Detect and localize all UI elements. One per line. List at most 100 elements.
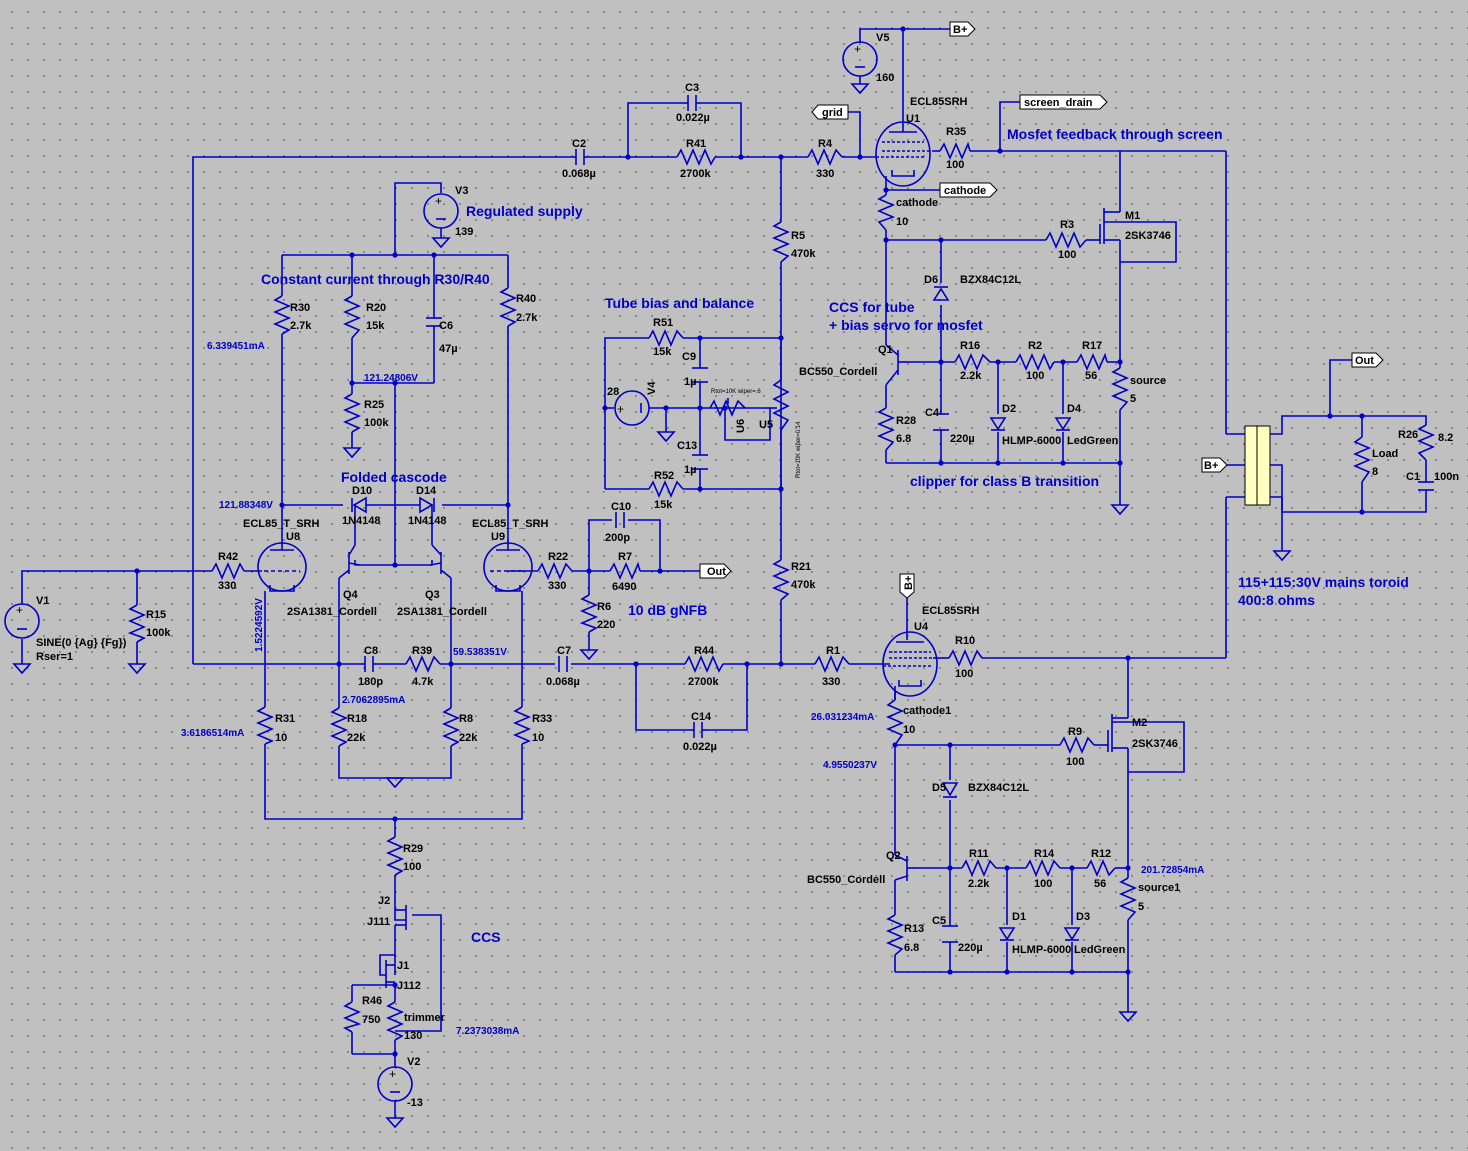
- diode-d10[interactable]: [351, 496, 367, 514]
- resistor-r2[interactable]: [1015, 352, 1055, 372]
- netflag-out-mid[interactable]: Out: [699, 563, 732, 579]
- netflag-grid[interactable]: grid: [811, 104, 849, 120]
- resistor-r14[interactable]: [1025, 858, 1061, 878]
- capacitor-c13[interactable]: [692, 454, 708, 470]
- meas-i-u4: 26.031234mA: [811, 712, 874, 723]
- resistor-r17[interactable]: [1076, 352, 1108, 372]
- resistor-r25[interactable]: [342, 393, 362, 433]
- resistor-r4[interactable]: [807, 147, 843, 167]
- component-label: R30: [290, 302, 310, 314]
- resistor-r42[interactable]: [211, 561, 245, 581]
- resistor-r41[interactable]: [676, 147, 716, 167]
- source-v3[interactable]: +: [423, 193, 459, 229]
- transistor-q3[interactable]: [429, 544, 452, 579]
- note-ccs-tube-2: + bias servo for mosfet: [829, 317, 983, 333]
- capacitor-c4[interactable]: [933, 413, 949, 431]
- diode-d6[interactable]: [932, 286, 950, 301]
- netflag-cathode[interactable]: cathode: [939, 182, 998, 198]
- pot-u5[interactable]: [765, 379, 790, 431]
- component-label: 1µ: [684, 376, 696, 388]
- resistor-r12[interactable]: [1086, 858, 1116, 878]
- resistor-r13[interactable]: [885, 914, 905, 956]
- led-d3[interactable]: [1063, 927, 1081, 941]
- resistor-r18[interactable]: [329, 707, 349, 747]
- netflag-bplus-u4[interactable]: B+: [899, 573, 915, 599]
- capacitor-c14[interactable]: [690, 722, 706, 738]
- resistor-r5[interactable]: [771, 221, 791, 263]
- resistor-r7[interactable]: [609, 561, 641, 581]
- mosfet-m1[interactable]: [1099, 200, 1121, 250]
- source-v1[interactable]: +: [4, 603, 40, 639]
- capacitor-c8[interactable]: [361, 656, 377, 672]
- resistor-r51[interactable]: [648, 328, 684, 348]
- resistor-source1[interactable]: [1118, 877, 1138, 921]
- capacitor-c3[interactable]: [684, 95, 700, 111]
- resistor-r20[interactable]: [342, 295, 362, 339]
- transistor-q1[interactable]: [885, 344, 910, 386]
- resistor-r46[interactable]: [342, 1001, 362, 1033]
- resistor-r44[interactable]: [684, 654, 724, 674]
- resistor-load[interactable]: [1352, 436, 1372, 483]
- resistor-r9[interactable]: [1059, 735, 1095, 755]
- capacitor-c10[interactable]: [615, 512, 625, 528]
- resistor-r28[interactable]: [876, 407, 896, 451]
- netflag-bplus-top[interactable]: B+: [949, 21, 976, 37]
- tube-u8[interactable]: [257, 542, 307, 592]
- transformer[interactable]: [1244, 425, 1271, 506]
- resistor-r39[interactable]: [405, 654, 441, 674]
- resistor-r33[interactable]: [512, 706, 532, 745]
- transistor-q2[interactable]: [894, 854, 918, 881]
- resistor-r21[interactable]: [771, 559, 791, 601]
- component-label: source1: [1138, 882, 1180, 894]
- resistor-r52[interactable]: [648, 479, 684, 499]
- transistor-q4[interactable]: [338, 544, 361, 579]
- netflag-out-top[interactable]: Out: [1351, 352, 1384, 368]
- resistor-r40[interactable]: [498, 287, 518, 327]
- resistor-source[interactable]: [1110, 367, 1130, 411]
- capacitor-c6[interactable]: [426, 317, 442, 356]
- capacitor-c9[interactable]: [692, 367, 708, 383]
- capacitor-c2[interactable]: [572, 149, 588, 165]
- resistor-cathode[interactable]: [876, 194, 896, 231]
- jfet-j1[interactable]: [385, 960, 395, 988]
- tube-u4[interactable]: [882, 631, 938, 700]
- led-d4[interactable]: [1054, 417, 1072, 431]
- source-v2[interactable]: +: [377, 1066, 413, 1102]
- resistor-r22[interactable]: [537, 561, 573, 581]
- led-d1[interactable]: [998, 927, 1016, 941]
- netflag-screen-drain[interactable]: screen_drain: [1019, 94, 1108, 110]
- meas-i-r18: 2.7062895mA: [342, 695, 405, 706]
- diode-d5[interactable]: [941, 782, 959, 798]
- resistor-r26[interactable]: [1416, 424, 1436, 461]
- resistor-r30[interactable]: [272, 295, 292, 335]
- resistor-r31[interactable]: [255, 706, 275, 745]
- component-label: 2.7k: [290, 320, 312, 332]
- note-folded-cascode: Folded cascode: [341, 469, 447, 485]
- resistor-r10[interactable]: [948, 648, 983, 668]
- resistor-r1[interactable]: [814, 654, 850, 674]
- resistor-r6[interactable]: [579, 594, 599, 633]
- source-v4[interactable]: +: [614, 390, 650, 426]
- resistor-r15[interactable]: [127, 604, 147, 643]
- tube-u1[interactable]: [875, 121, 934, 187]
- capacitor-c7[interactable]: [558, 656, 568, 672]
- diode-d14[interactable]: [419, 496, 435, 514]
- netflag-bplus-mid[interactable]: B+: [1201, 457, 1228, 473]
- capacitor-c1[interactable]: [1418, 481, 1434, 505]
- resistor-r3[interactable]: [1045, 230, 1087, 250]
- resistor-cathode1[interactable]: [885, 699, 905, 746]
- mosfet-m2[interactable]: [1107, 712, 1129, 760]
- resistor-r35[interactable]: [939, 141, 971, 161]
- pot-u6[interactable]: [709, 398, 746, 418]
- resistor-r29[interactable]: [385, 836, 405, 876]
- tube-u9[interactable]: [483, 542, 533, 592]
- capacitor-c5[interactable]: [942, 925, 958, 943]
- resistor-trimmer[interactable]: [385, 1001, 405, 1041]
- source-v5[interactable]: +: [842, 41, 878, 77]
- resistor-r16[interactable]: [954, 352, 991, 372]
- led-d2[interactable]: [989, 417, 1007, 431]
- resistor-r8[interactable]: [441, 707, 461, 747]
- jfet-j2[interactable]: [395, 905, 407, 930]
- resistor-r11[interactable]: [961, 858, 997, 878]
